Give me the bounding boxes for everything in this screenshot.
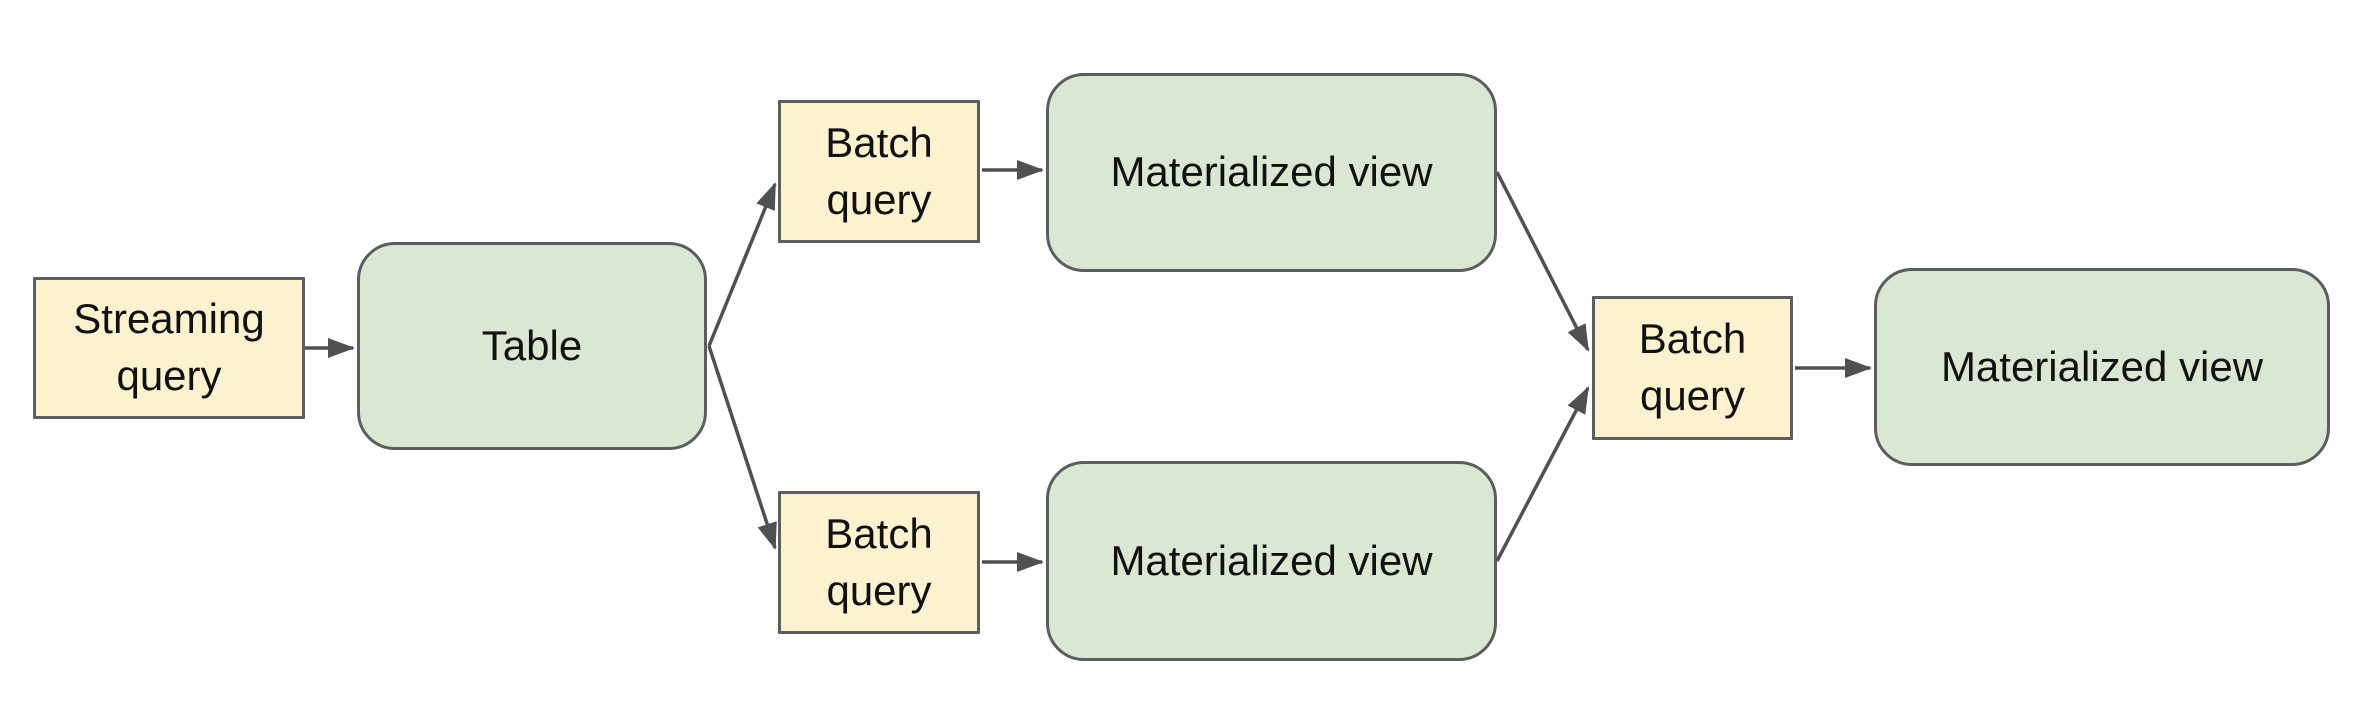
node-streaming-query-label: Streaming query bbox=[73, 295, 265, 399]
edge-materialized-view-top-to-batch-query-final bbox=[1495, 171, 1590, 352]
node-batch-query-top: Batch query bbox=[778, 100, 980, 243]
node-materialized-view-top-label: Materialized view bbox=[1110, 148, 1433, 196]
node-table: Table bbox=[357, 242, 707, 450]
node-materialized-view-bottom: Materialized view bbox=[1046, 461, 1497, 661]
node-materialized-view-final: Materialized view bbox=[1874, 268, 2330, 466]
edge-table-to-batch-query-top bbox=[707, 182, 777, 347]
node-materialized-view-top: Materialized view bbox=[1046, 73, 1497, 272]
node-table-label: Table bbox=[481, 321, 583, 369]
node-batch-query-bottom: Batch query bbox=[778, 491, 980, 634]
node-batch-query-final-label: Batch query bbox=[1638, 315, 1747, 419]
edge-table-to-batch-query-bottom bbox=[707, 345, 777, 550]
node-materialized-view-final-label: Materialized view bbox=[1940, 342, 2264, 390]
node-streaming-query: Streaming query bbox=[33, 277, 305, 419]
edge-materialized-view-bottom-to-batch-query-final bbox=[1495, 386, 1590, 562]
node-materialized-view-bottom-label: Materialized view bbox=[1110, 536, 1433, 584]
node-batch-query-top-label: Batch query bbox=[825, 118, 933, 223]
node-batch-query-final: Batch query bbox=[1592, 296, 1793, 440]
node-batch-query-bottom-label: Batch query bbox=[825, 509, 933, 614]
